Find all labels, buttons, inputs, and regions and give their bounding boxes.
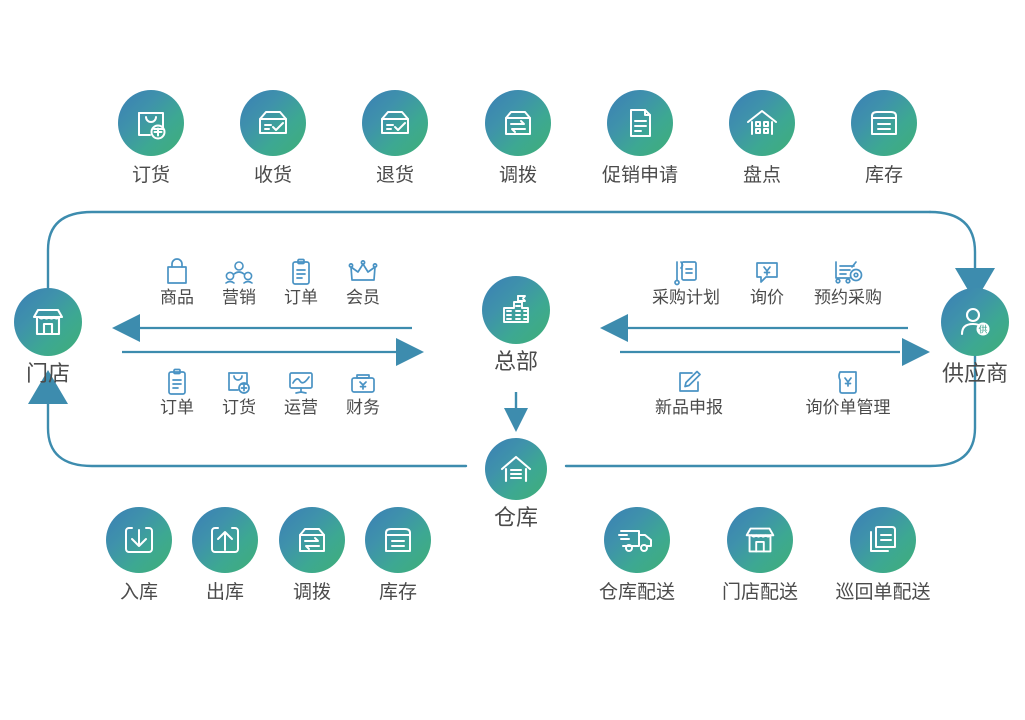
- top-node-label: 盘点: [742, 164, 781, 186]
- bottom-node-label: 入库: [119, 581, 158, 603]
- finance-case-icon: [319, 362, 407, 396]
- top-node-5[interactable]: 盘点: [718, 90, 806, 186]
- hub-supplier[interactable]: 供 供应商: [931, 288, 1019, 387]
- office-building-icon: [482, 276, 550, 344]
- top-node-label: 调拨: [498, 164, 537, 186]
- warehouse-icon: [485, 438, 547, 500]
- flow-item-purchase-plan[interactable]: 采购计划: [627, 252, 745, 308]
- flow-item-label: 商品: [160, 288, 194, 308]
- box-transfer-icon: [279, 507, 345, 573]
- inventory-box-icon: [851, 90, 917, 156]
- delivery-truck-icon: [604, 507, 670, 573]
- flow-item-order-lower[interactable]: 订单: [133, 362, 221, 418]
- flow-item-label: 预约采购: [814, 288, 882, 308]
- flow-item-operations[interactable]: 运营: [257, 362, 345, 418]
- flow-item-inquiry[interactable]: 询价: [723, 252, 811, 308]
- flow-item-scheduled-purchase[interactable]: 预约采购: [789, 252, 907, 308]
- arrowhead-hq-left: [600, 314, 628, 342]
- hub-headquarters[interactable]: 总部: [472, 276, 560, 375]
- flow-item-label: 订货: [222, 398, 256, 418]
- top-node-3[interactable]: 调拨: [474, 90, 562, 186]
- flow-item-label: 会员: [346, 288, 380, 308]
- flow-item-product[interactable]: 商品: [133, 252, 221, 308]
- shopping-bag-icon: [133, 252, 221, 286]
- top-node-1[interactable]: 收货: [229, 90, 317, 186]
- top-node-label: 库存: [864, 164, 903, 186]
- top-node-label: 收货: [253, 164, 292, 186]
- storefront-icon: [727, 507, 793, 573]
- bottom-left-node-2[interactable]: 调拨: [268, 507, 356, 603]
- bottom-node-label: 仓库配送: [598, 581, 675, 603]
- bottom-node-label: 库存: [378, 581, 417, 603]
- box-check-icon: [240, 90, 306, 156]
- arrowhead-store-left: [112, 314, 140, 342]
- arrowhead-hq-to-warehouse: [504, 408, 528, 432]
- arrow-down-box-icon: [106, 507, 172, 573]
- bag-plus-icon: [118, 90, 184, 156]
- crown-icon: [319, 252, 407, 286]
- box-check-icon: [362, 90, 428, 156]
- bottom-left-node-0[interactable]: 入库: [95, 507, 183, 603]
- svg-text:供: 供: [978, 324, 987, 336]
- inventory-box-icon: [365, 507, 431, 573]
- bottom-left-node-1[interactable]: 出库: [181, 507, 269, 603]
- flow-item-order-upper[interactable]: 订单: [257, 252, 345, 308]
- hub-store[interactable]: 门店: [4, 288, 92, 387]
- warehouse-count-icon: [729, 90, 795, 156]
- flow-item-label: 订单: [160, 398, 194, 418]
- bottom-node-label: 门店配送: [721, 581, 798, 603]
- flow-item-marketing[interactable]: 营销: [195, 252, 283, 308]
- bottom-right-node-2[interactable]: 巡回单配送: [833, 507, 933, 603]
- flow-item-new-product-application[interactable]: 新品申报: [630, 362, 748, 418]
- hub-store-label: 门店: [25, 362, 70, 387]
- flow-item-label: 运营: [284, 398, 318, 418]
- quote-sheet-icon: [789, 362, 907, 396]
- top-node-6[interactable]: 库存: [840, 90, 928, 186]
- bottom-node-label: 出库: [205, 581, 244, 603]
- flow-item-quote-management[interactable]: 询价单管理: [789, 362, 907, 418]
- scheduled-purchase-icon: [789, 252, 907, 286]
- storefront-icon: [14, 288, 82, 356]
- clipboard-icon: [257, 252, 345, 286]
- hub-headquarters-label: 总部: [493, 350, 538, 375]
- hub-warehouse-label: 仓库: [493, 506, 538, 531]
- purchase-plan-icon: [627, 252, 745, 286]
- bottom-right-node-1[interactable]: 门店配送: [710, 507, 810, 603]
- flow-item-label: 询价单管理: [805, 398, 891, 418]
- flow-item-finance[interactable]: 财务: [319, 362, 407, 418]
- flow-item-label: 订单: [284, 288, 318, 308]
- documents-stack-icon: [850, 507, 916, 573]
- flow-item-label: 询价: [750, 288, 784, 308]
- edit-document-icon: [630, 362, 748, 396]
- flow-item-label: 营销: [222, 288, 256, 308]
- top-node-label: 订货: [131, 164, 170, 186]
- supplier-person-icon: 供: [941, 288, 1009, 356]
- hub-warehouse[interactable]: 仓库: [475, 438, 557, 531]
- bottom-node-label: 调拨: [292, 581, 331, 603]
- bag-plus-icon: [195, 362, 283, 396]
- marketing-group-icon: [195, 252, 283, 286]
- clipboard-icon: [133, 362, 221, 396]
- flow-item-ordering[interactable]: 订货: [195, 362, 283, 418]
- flow-item-label: 采购计划: [652, 288, 720, 308]
- top-node-2[interactable]: 退货: [351, 90, 439, 186]
- hub-supplier-label: 供应商: [941, 362, 1008, 387]
- top-node-4[interactable]: 促销申请: [596, 90, 684, 186]
- bottom-node-label: 巡回单配送: [835, 581, 931, 603]
- flow-item-label: 新品申报: [655, 398, 723, 418]
- bottom-left-node-3[interactable]: 库存: [354, 507, 442, 603]
- price-inquiry-icon: [723, 252, 811, 286]
- flow-item-label: 财务: [346, 398, 380, 418]
- document-icon: [607, 90, 673, 156]
- bottom-right-node-0[interactable]: 仓库配送: [587, 507, 687, 603]
- arrow-up-box-icon: [192, 507, 258, 573]
- top-node-label: 退货: [375, 164, 414, 186]
- top-node-0[interactable]: 订货: [107, 90, 195, 186]
- box-transfer-icon: [485, 90, 551, 156]
- chart-board-icon: [257, 362, 345, 396]
- flow-item-member[interactable]: 会员: [319, 252, 407, 308]
- top-node-label: 促销申请: [601, 164, 678, 186]
